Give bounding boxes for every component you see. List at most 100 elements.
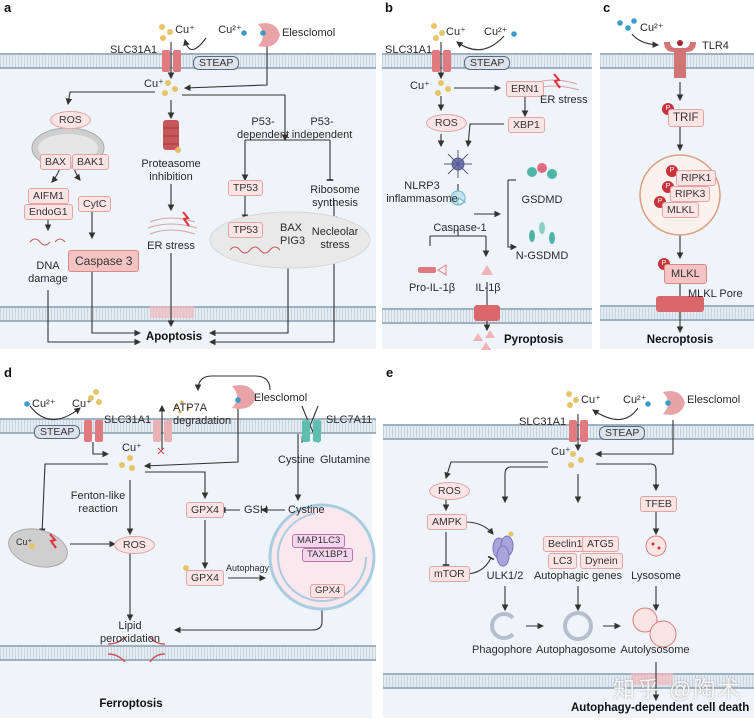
membrane-highlight: [150, 306, 194, 318]
bax-node: BAX: [40, 154, 72, 170]
cu-plus-inside-label: Cu⁺: [122, 442, 142, 454]
gsh-label: GSH: [244, 504, 268, 516]
lysosome-label: Lysosome: [631, 570, 681, 582]
slc31a1-label: SLC31A1: [385, 44, 433, 56]
panel-e-autophagy-dependent-cell-death: e: [383, 362, 754, 720]
ribosome-synthesis-label: Ribosome synthesis: [310, 184, 360, 209]
dna-damage-label: DNA damage: [28, 260, 68, 285]
panel-letter: e: [386, 365, 394, 380]
panel-letter: c: [603, 0, 611, 15]
phagophore-label: Phagophore: [472, 644, 532, 656]
ferroptosis-outcome: Ferroptosis: [99, 698, 163, 710]
cell-background: [0, 418, 372, 718]
dynein-node: Dynein: [580, 553, 623, 569]
cu-2plus-label: Cu²⁺: [484, 26, 508, 38]
tfeb-node: TFEB: [640, 496, 677, 512]
er-stress-label: ER stress: [147, 240, 195, 252]
tax1bp1-node: TAX1BP1: [302, 548, 354, 562]
atg5-node: ATG5: [582, 536, 619, 552]
cu-plus-top-label: Cu⁺: [175, 24, 195, 36]
ripk3-node: RIPK3: [670, 186, 711, 202]
autophagosome-label: Autophagosome: [535, 644, 617, 656]
cu-2plus-label: Cu²⁺: [218, 24, 242, 36]
cu-plus-inside-label: Cu⁺: [551, 446, 571, 458]
panel-c-necroptosis: c Cu²⁺ TLR4 P TRIF P RIPK1 P RIPK3 P MLK…: [600, 0, 754, 352]
mtor-node: mTOR: [429, 566, 470, 582]
autolysosome-label: Autolysosome: [620, 644, 690, 656]
ros-node: ROS: [50, 111, 91, 129]
elesclomol-label: Elesclomol: [687, 394, 741, 406]
steap-label: STEAP: [193, 56, 240, 70]
apoptosis-outcome: Apoptosis: [145, 331, 203, 343]
membrane-highlight: [631, 673, 673, 685]
ros-node: ROS: [426, 114, 467, 132]
elesclomol-shape: [258, 23, 280, 47]
cu-plus-inside-label: Cu⁺: [410, 80, 430, 92]
cell-membrane-bottom: [0, 645, 376, 661]
necleolar-stress-label: Necleolar stress: [311, 226, 359, 251]
tp53-node-2: TP53: [228, 222, 264, 238]
ulk-label: ULK1/2: [486, 570, 524, 582]
mito-cu-label: Cu⁺: [16, 537, 33, 547]
ripk1-node: RIPK1: [676, 170, 717, 186]
steap-label: STEAP: [464, 56, 511, 70]
cell-membrane-top: [0, 53, 376, 69]
ros-node: ROS: [429, 482, 470, 500]
elesclomol-label: Elesclomol: [254, 392, 308, 404]
panel-letter: a: [4, 0, 12, 15]
pro-il1b-label: Pro-IL-1β: [408, 282, 456, 294]
nlrp3-inflammasome-label: NLRP3 inflammasome: [386, 180, 458, 205]
elesclomol-shape: [663, 391, 685, 415]
slc31a1-label: SLC31A1: [110, 44, 158, 56]
p53-dependent-label: P53- dependent: [237, 116, 289, 141]
cu-2plus-label: Cu²⁺: [32, 398, 56, 410]
trif-node: TRIF: [668, 109, 704, 127]
watermark: 知乎 @陶术: [613, 677, 742, 702]
autophagy-label: Autophagy: [226, 563, 270, 573]
panel-a-apoptosis: a: [0, 0, 376, 352]
aifm1-node: AIFM1: [28, 188, 69, 204]
cu-plus-top-label: Cu⁺: [581, 394, 601, 406]
glutamine-label: Glutamine: [320, 454, 371, 466]
caspase1-label: Caspase-1: [433, 222, 487, 234]
slc31a1-label: SLC31A1: [104, 414, 152, 426]
bak1-node: BAK1: [72, 154, 109, 170]
panel-d-ferroptosis: d: [0, 362, 376, 720]
cu-plus-top-label: Cu⁺: [72, 398, 92, 410]
cystine-out-label: Cystine: [278, 454, 315, 466]
gpx4-node-mid: GPX4: [186, 570, 225, 586]
fenton-reaction-label: Fenton-like reaction: [70, 490, 126, 515]
cu-plus-dots-top: [159, 24, 173, 41]
autophagy-dependent-cell-death-outcome: Autophagy-dependent cell death: [571, 702, 750, 714]
cell-membrane-bottom: [600, 305, 754, 321]
ampk-node: AMPK: [427, 514, 467, 530]
cu-2plus-dots: [617, 18, 637, 31]
cell-membrane-top: [600, 53, 754, 69]
bax-pig3-label: BAX PIG3: [280, 222, 306, 247]
endog1-node: EndoG1: [24, 204, 73, 220]
gpx4-node-top: GPX4: [186, 502, 225, 518]
panel-letter: d: [4, 365, 12, 380]
mlkl-complex-node: MLKL: [662, 202, 700, 218]
cell-membrane-top: [383, 424, 754, 440]
n-gsdmd-label: N-GSDMD: [515, 250, 569, 262]
steap-label: STEAP: [599, 426, 646, 440]
slc31a1-label: SLC31A1: [519, 416, 567, 428]
gpx4-autophagosome-node: GPX4: [310, 584, 346, 598]
xbp1-node: XBP1: [508, 117, 545, 133]
elesclomol-shape: [232, 385, 256, 409]
gsdmd-label: GSDMD: [521, 194, 563, 206]
steap-reduction-arrow: [183, 37, 207, 51]
panel-letter: b: [385, 0, 393, 15]
il1b-label: IL-1β: [475, 282, 501, 294]
tp53-node-1: TP53: [228, 180, 264, 196]
proteasome-inhibition-label: Proteasome inhibition: [141, 158, 201, 183]
atp7a-degradation-label: ATP7A degradation: [173, 402, 232, 427]
cystine-in-label: Cystine: [288, 504, 325, 516]
autophagic-genes-label: Autophagic genes: [533, 570, 623, 582]
ros-node: ROS: [114, 536, 155, 554]
tlr4-label: TLR4: [702, 40, 729, 52]
slc7a11-label: SLC7A11: [326, 414, 373, 426]
caspase3-node: Caspase 3: [68, 250, 140, 272]
cu-2plus-label: Cu²⁺: [640, 22, 664, 34]
